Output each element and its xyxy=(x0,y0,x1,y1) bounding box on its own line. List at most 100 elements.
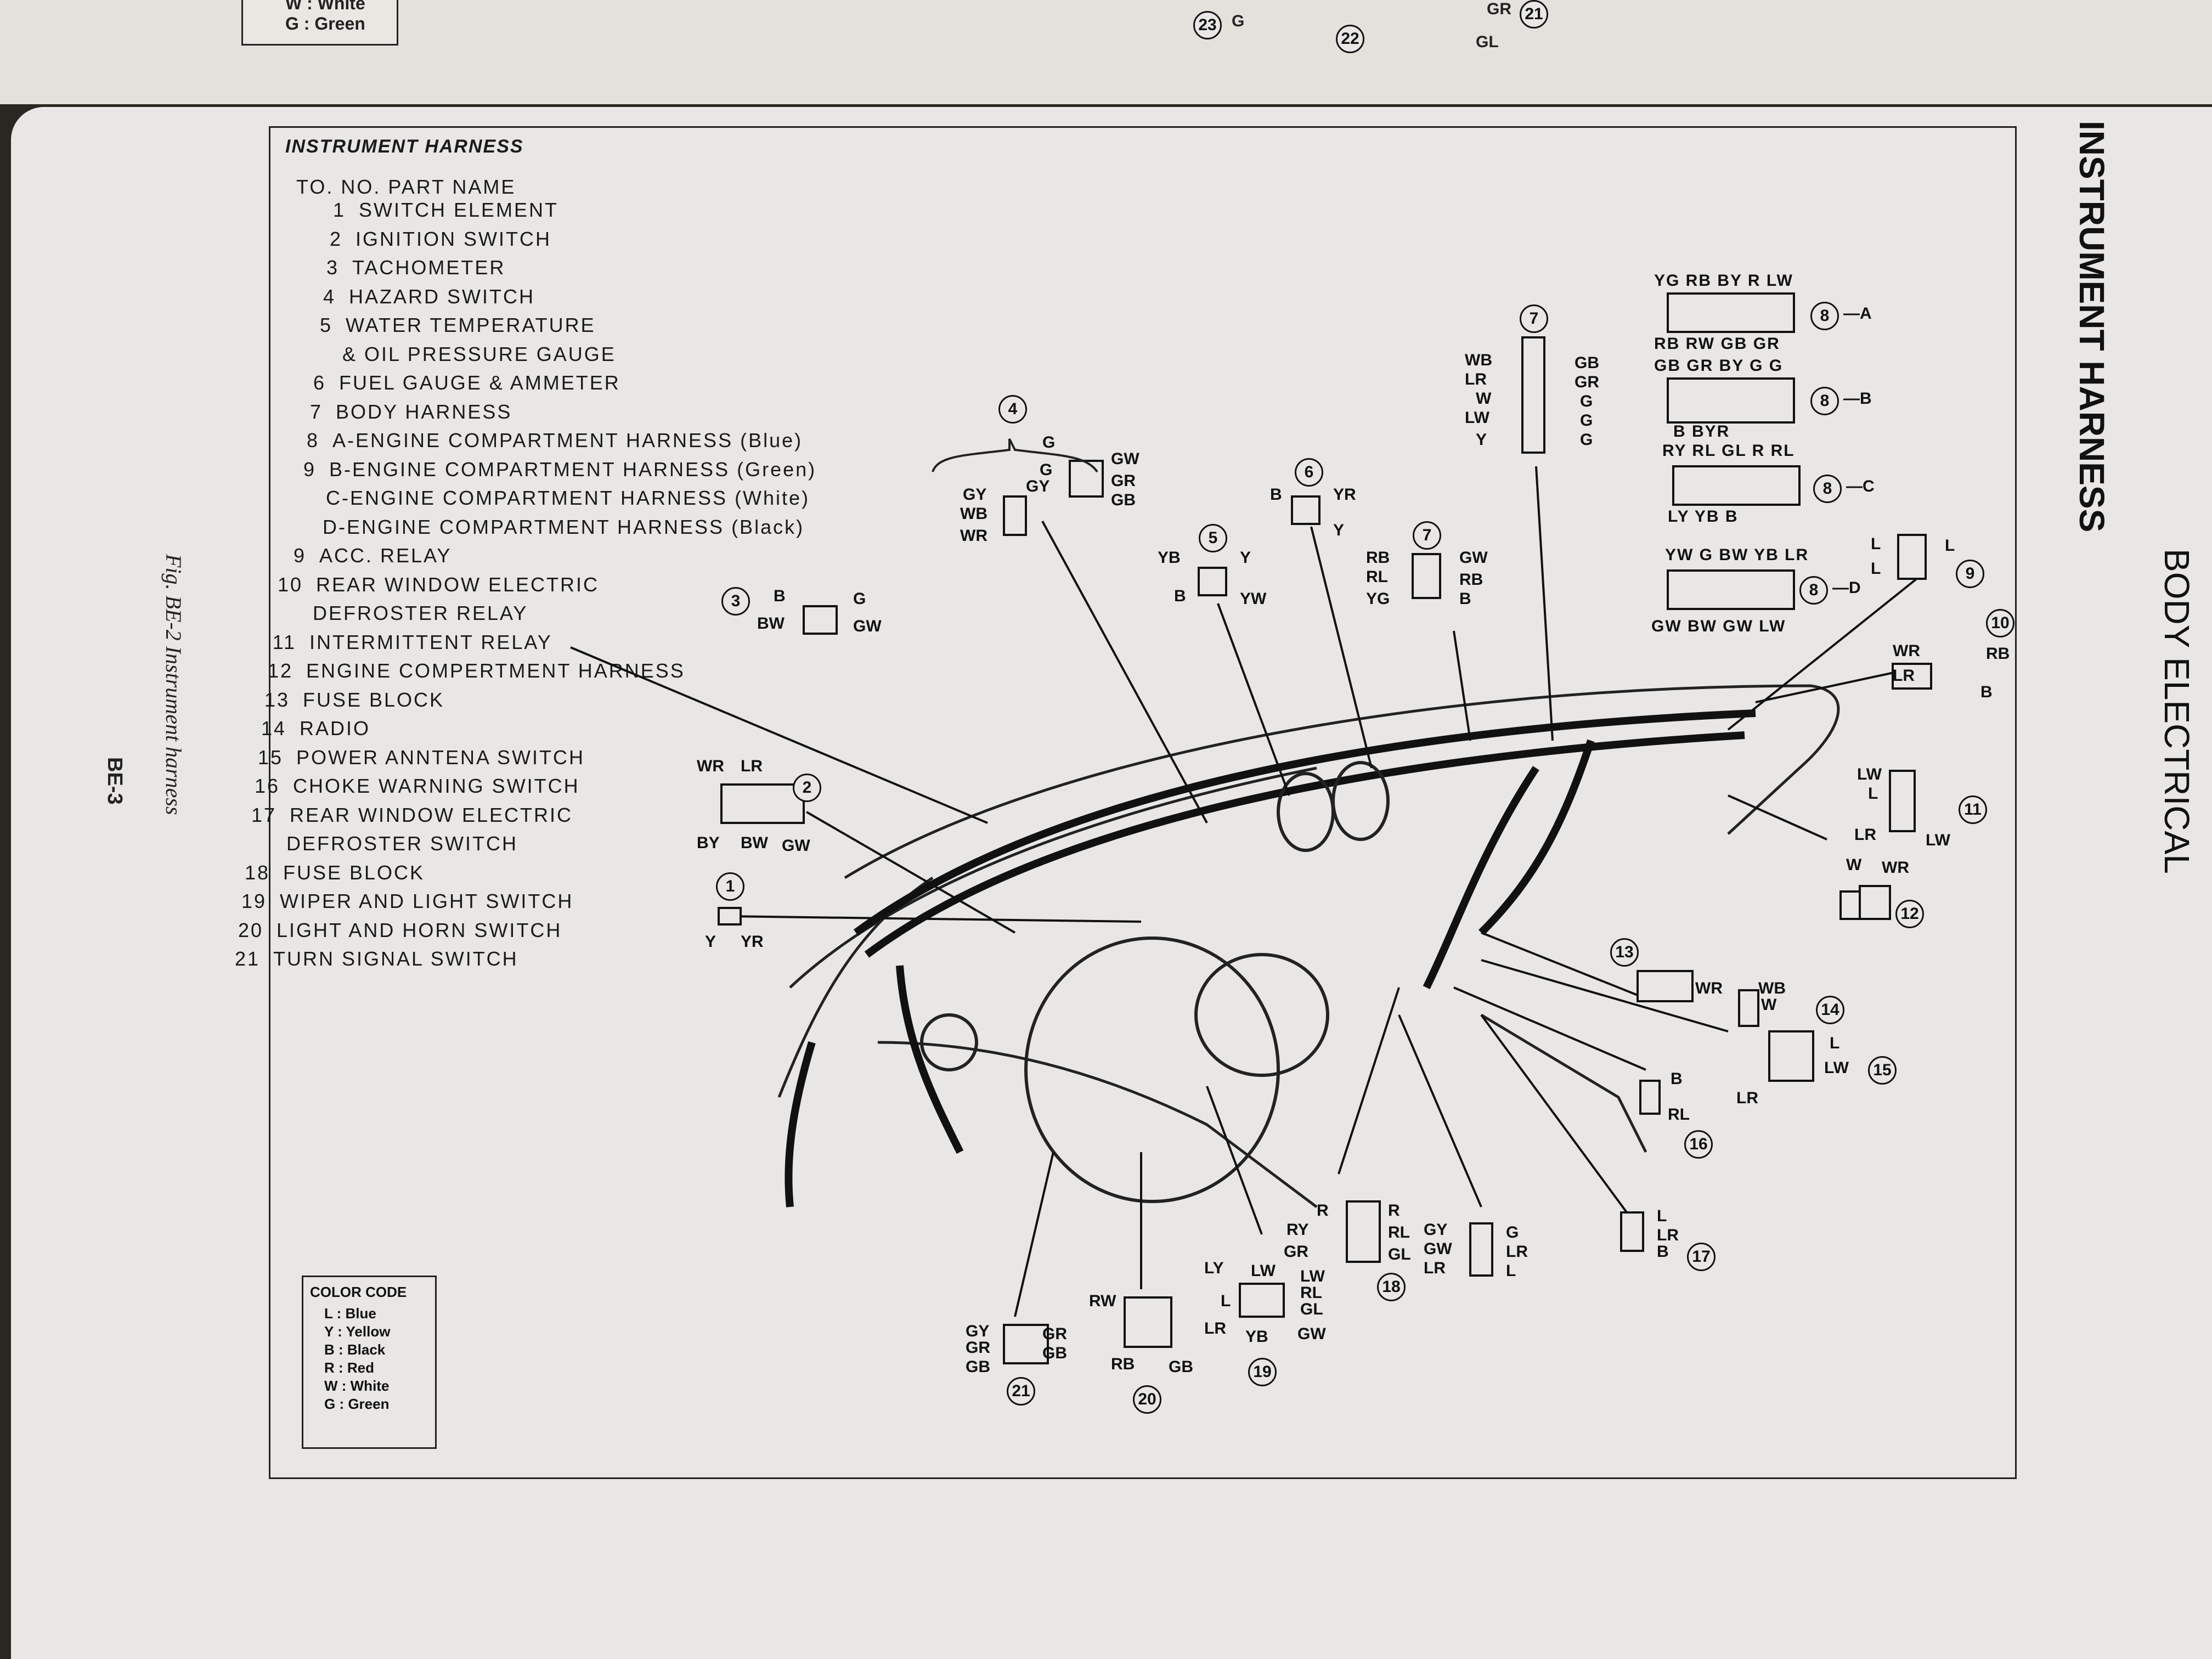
wire-label: W xyxy=(1476,390,1492,408)
section-title: INSTRUMENT HARNESS xyxy=(285,136,524,157)
callout-8c: 8 xyxy=(1813,475,1842,503)
wire-label: YW xyxy=(1240,590,1267,608)
callout-21: 21 xyxy=(1007,1377,1035,1406)
part-name: DEFROSTER SWITCH xyxy=(286,832,518,855)
color-code-entry: W : White xyxy=(324,1378,390,1394)
wire-label: BW xyxy=(757,614,785,633)
color-code-entry: R : Red xyxy=(324,1359,374,1376)
connector-8d-wires: YW G BW YB LR xyxy=(1665,546,1809,564)
parts-list-item: 7 BODY HARNESS xyxy=(284,400,512,424)
wire-label: GR xyxy=(1042,1325,1067,1343)
wire-label: GR xyxy=(1111,472,1136,490)
part-name: INTERMITTENT RELAY xyxy=(309,630,552,653)
parts-list-item: 12 ENGINE COMPERTMENT HARNESS xyxy=(255,659,685,682)
part-number: 11 xyxy=(272,630,296,653)
wire-label: LW xyxy=(1465,409,1489,427)
part-number: 10 xyxy=(277,573,303,596)
wire-label: LR xyxy=(1204,1319,1226,1338)
wire-label: LY xyxy=(1204,1259,1224,1277)
wire-label: GB xyxy=(1042,1344,1067,1362)
parts-list-item: C-ENGINE COMPARTMENT HARNESS (White) xyxy=(274,487,810,510)
parts-list-item: DEFROSTER SWITCH xyxy=(235,832,518,855)
part-name: BODY HARNESS xyxy=(336,400,512,423)
wire-label: RB xyxy=(1111,1355,1135,1373)
wire-label: Y xyxy=(705,933,716,951)
wire-label: Y xyxy=(1476,431,1487,449)
connector-8b-wires: RB RW GB GR xyxy=(1654,335,1780,353)
wire-label: R xyxy=(1388,1201,1400,1220)
leader-lines xyxy=(570,466,1921,1317)
part-number: 5 xyxy=(319,314,332,336)
callout-8a: 8 xyxy=(1810,302,1839,330)
wire-label: GY xyxy=(963,486,987,504)
wire-label: GR xyxy=(966,1339,990,1357)
wire-label: WB xyxy=(1465,351,1492,369)
wire-label: L xyxy=(1657,1207,1667,1225)
wire-label: B xyxy=(1671,1070,1683,1088)
color-code-entry: G : Green xyxy=(324,1396,390,1412)
callout-14: 14 xyxy=(1816,996,1844,1024)
prev-callout-21: 21 xyxy=(1520,0,1548,29)
wire-label: GR xyxy=(1575,373,1599,391)
figure-frame xyxy=(269,126,2017,1479)
connector-8d-suffix: —D xyxy=(1832,579,1861,597)
part-name: ENGINE COMPERTMENT HARNESS xyxy=(306,659,685,682)
part-number: 13 xyxy=(264,688,290,711)
connector-bodies xyxy=(718,292,1932,1364)
part-number: 7 xyxy=(309,400,323,423)
part-number: 4 xyxy=(323,285,336,308)
part-number: 3 xyxy=(326,256,339,279)
wire-label: WR xyxy=(960,527,988,545)
part-name: LIGHT AND HORN SWITCH xyxy=(276,918,562,941)
wire-label: WB xyxy=(960,505,988,523)
wire-label: GW xyxy=(1111,450,1139,468)
part-number: 16 xyxy=(254,775,280,797)
wire-label: G xyxy=(1580,411,1593,430)
callout-18: 18 xyxy=(1377,1273,1406,1301)
part-number: 18 xyxy=(244,861,270,884)
wire-label: BW xyxy=(741,834,768,852)
wire-label: GW xyxy=(782,837,810,855)
previous-page: W : White G : Green 23 G 22 GL GR 21 xyxy=(0,0,2212,104)
wire-label: RY xyxy=(1286,1221,1309,1239)
connector-8d-wires: GW BW GW LW xyxy=(1651,617,1786,635)
wire-label: YR xyxy=(1333,486,1356,504)
callout-17: 17 xyxy=(1687,1243,1716,1271)
wire-label: YG xyxy=(1366,590,1390,608)
wire-label: GL xyxy=(1388,1245,1411,1263)
wire-label: LW xyxy=(1251,1262,1276,1280)
callout-6: 6 xyxy=(1295,458,1323,487)
color-code-entry: Y : Yellow xyxy=(324,1323,391,1340)
wire-label: YB xyxy=(1158,549,1181,567)
connector-8c-wires: RY RL GL R RL xyxy=(1662,442,1795,460)
callout-9: 9 xyxy=(1956,560,1984,588)
wire-label: GB xyxy=(1575,354,1599,372)
wire-label: R xyxy=(1317,1201,1329,1220)
part-name: IGNITION SWITCH xyxy=(356,227,551,250)
hazard-bracket xyxy=(932,438,1098,473)
wire-label: YR xyxy=(741,933,764,951)
prev-fragment-g: G xyxy=(1232,12,1245,30)
wire-label: B xyxy=(1980,683,1993,701)
wire-label: WR xyxy=(1695,979,1723,997)
wire-label: LW xyxy=(1926,831,1950,849)
parts-list-item: D-ENGINE COMPARTMENT HARNESS (Black) xyxy=(271,516,804,539)
dashboard-outline xyxy=(777,684,1840,1208)
part-name: SWITCH ELEMENT xyxy=(359,199,559,221)
wire-label: LR xyxy=(1736,1089,1758,1107)
part-number: 19 xyxy=(241,890,267,912)
wire-label: LR xyxy=(1465,370,1487,388)
part-number: 12 xyxy=(267,659,293,682)
wire-label: RL xyxy=(1300,1284,1322,1302)
wire-label: LR xyxy=(1854,826,1876,844)
callout-11: 11 xyxy=(1959,795,1987,824)
prev-callout-22: 22 xyxy=(1336,25,1364,53)
